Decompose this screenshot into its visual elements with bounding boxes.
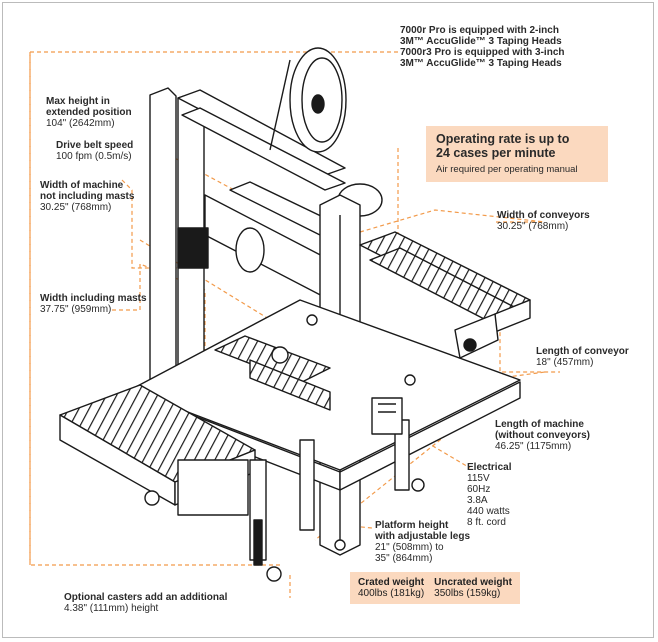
drive-belt-label: Drive belt speed 100 fpm (0.5m/s)	[56, 140, 133, 162]
electrical-spec-amperage: 3.8A	[467, 495, 488, 506]
width-masts-title: Width including masts	[40, 293, 147, 304]
length-conveyor-title: Length of conveyor	[536, 346, 629, 357]
width-conveyors-title: Width of conveyors	[497, 210, 590, 221]
crated-weight-value: 400lbs (181kg)	[358, 588, 425, 599]
operating-rate-line2: 24 cases per minute	[436, 146, 556, 160]
width-conveyors-dim	[359, 209, 546, 233]
platform-height-line4: 35" (864mm)	[375, 553, 433, 564]
max-height-label: Max height in extended position 104" (26…	[46, 96, 132, 129]
electrical-spec-voltage: 115V	[467, 473, 490, 484]
platform-height-label: Platform height with adjustable legs 21"…	[375, 520, 470, 564]
crated-weight: Crated weight 400lbs (181kg)	[358, 577, 424, 599]
casters-line2: 4.38" (111mm) height	[64, 603, 159, 614]
uncrated-weight-value: 350lbs (159kg)	[434, 588, 501, 599]
taping-heads-line3: 7000r3 Pro is equipped with 3-inch	[400, 47, 565, 58]
platform-height-line1: Platform height	[375, 520, 449, 531]
width-masts-label: Width including masts 37.75" (959mm)	[40, 293, 147, 315]
electrical-spec-cord: 8 ft. cord	[467, 517, 506, 528]
length-machine-line1: Length of machine	[495, 419, 584, 430]
casters-line1: Optional casters add an additional	[64, 592, 228, 603]
operating-rate-line1: Operating rate is up to	[436, 132, 570, 146]
operating-rate-callout: Operating rate is up to 24 cases per min…	[426, 126, 608, 182]
weights-callout: Crated weight 400lbs (181kg) Uncrated we…	[350, 572, 520, 604]
width-no-masts-label: Width of machine not including masts 30.…	[40, 180, 134, 213]
platform-height-line3: 21" (508mm) to	[375, 542, 444, 553]
taping-heads-line1: 7000r Pro is equipped with 2-inch	[400, 25, 559, 36]
max-height-line2: extended position	[46, 107, 132, 118]
drive-belt-value: 100 fpm (0.5m/s)	[56, 151, 132, 162]
max-height-dimension	[29, 51, 398, 566]
width-conveyors-label: Width of conveyors 30.25" (768mm)	[497, 210, 590, 232]
width-no-masts-line2: not including masts	[40, 191, 135, 202]
platform-height-line2: with adjustable legs	[375, 531, 471, 542]
length-machine-line2: (without conveyors)	[495, 430, 591, 441]
length-machine-label: Length of machine (without conveyors) 46…	[495, 419, 590, 452]
length-conveyor-value: 18" (457mm)	[536, 357, 594, 368]
taping-heads-line2: 3M™ AccuGlide™ 3 Taping Heads	[400, 36, 562, 47]
max-height-value: 104" (2642mm)	[46, 118, 115, 129]
width-no-masts-line1: Width of machine	[40, 180, 124, 191]
max-height-line1: Max height in	[46, 96, 110, 107]
length-machine-value: 46.25" (1175mm)	[495, 441, 572, 452]
width-conveyors-value: 30.25" (768mm)	[497, 221, 569, 232]
uncrated-weight-label: Uncrated weight	[434, 577, 512, 588]
electrical-title: Electrical	[467, 462, 512, 473]
uncrated-weight: Uncrated weight 350lbs (159kg)	[434, 577, 512, 599]
electrical-spec-frequency: 60Hz	[467, 484, 491, 495]
operating-rate-note: Air required per operating manual	[436, 164, 578, 175]
width-masts-value: 37.75" (959mm)	[40, 304, 112, 315]
machine	[59, 47, 531, 582]
electrical-label: Electrical 115V 60Hz 3.8A 440 watts 8 ft…	[467, 462, 511, 528]
drive-belt-title: Drive belt speed	[56, 140, 134, 151]
taping-heads-line4: 3M™ AccuGlide™ 3 Taping Heads	[400, 58, 562, 69]
taping-heads-label: 7000r Pro is equipped with 2-inch 3M™ Ac…	[400, 25, 565, 69]
length-conveyor-label: Length of conveyor 18" (457mm)	[536, 346, 629, 368]
casters-label: Optional casters add an additional 4.38"…	[64, 592, 227, 614]
width-no-masts-value: 30.25" (768mm)	[40, 202, 112, 213]
crated-weight-label: Crated weight	[358, 577, 425, 588]
electrical-spec-power: 440 watts	[467, 506, 510, 517]
